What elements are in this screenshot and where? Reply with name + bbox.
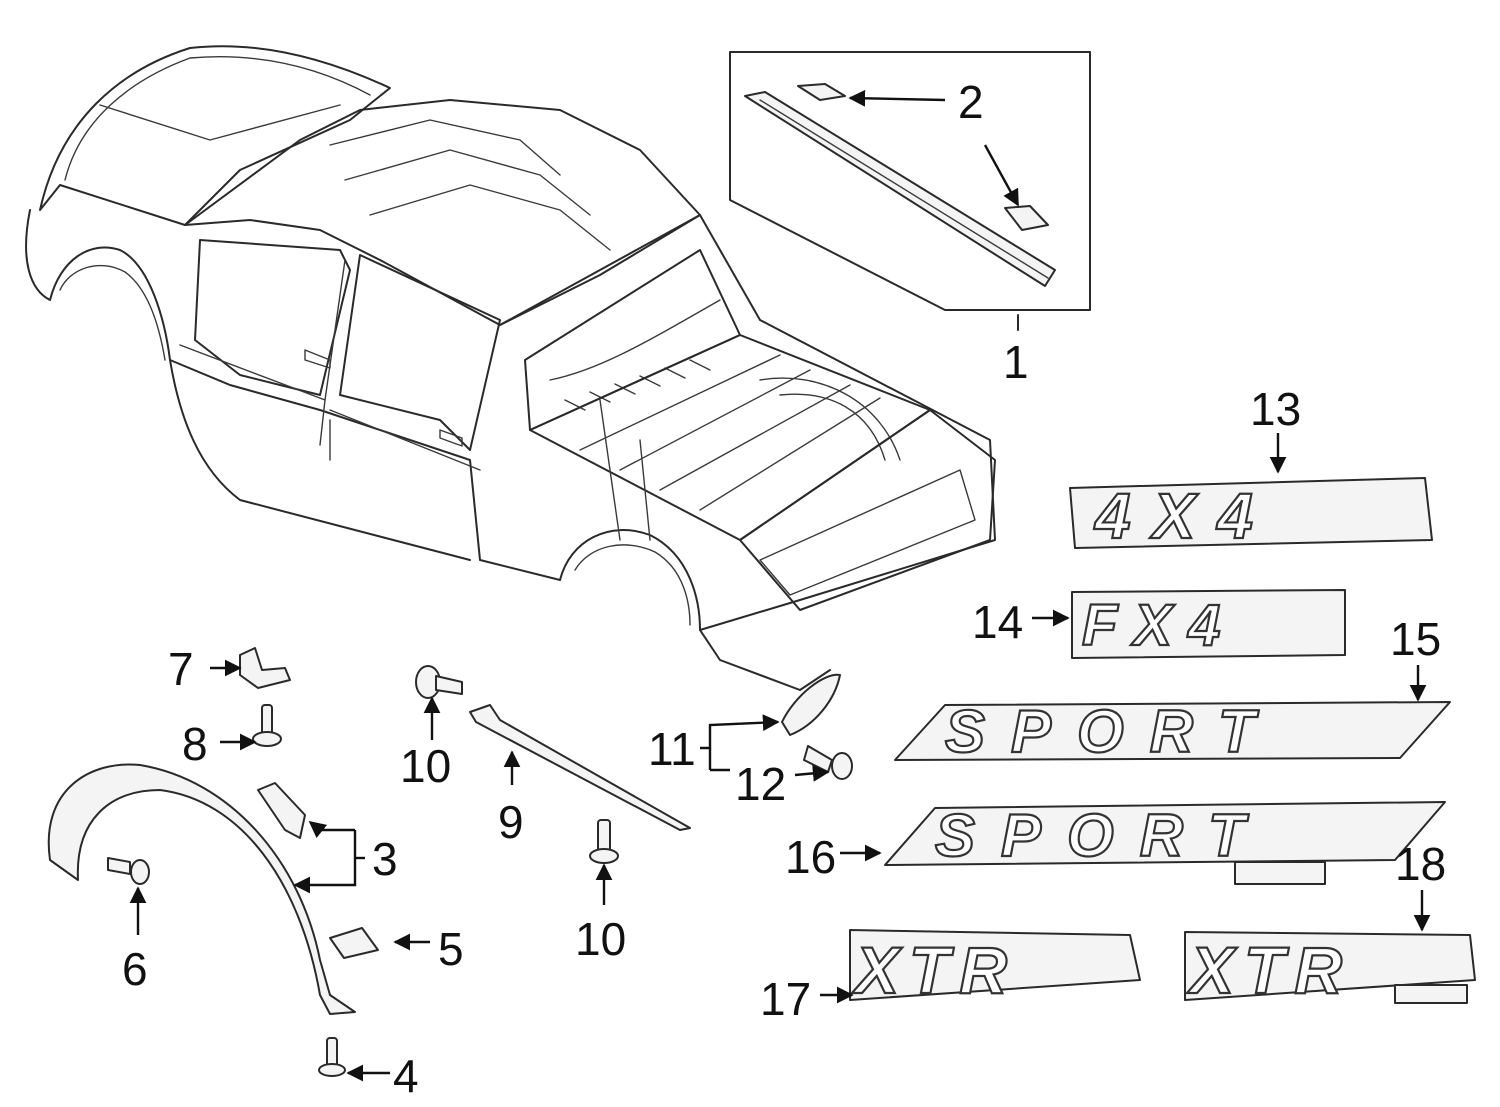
wheel-opening-molding <box>47 763 356 1015</box>
emblem-4x4-text: 4X4 <box>1093 480 1275 552</box>
part-5-retainer <box>329 927 379 959</box>
callout-9: 9 <box>498 796 524 848</box>
emblem-xtr-17-text: XTR <box>851 933 1017 1007</box>
callout-8: 8 <box>182 718 208 770</box>
emblem-4x4: 4X4 <box>1069 477 1433 553</box>
part-11-cover <box>781 673 841 736</box>
callout-numbers: 2 1 13 14 15 16 18 17 7 8 3 10 9 10 11 1… <box>122 76 1446 1102</box>
callout-15: 15 <box>1390 613 1441 665</box>
part-9-molding <box>469 704 691 831</box>
emblem-sport-16-text: SPORT <box>935 802 1271 869</box>
leader-lines <box>129 89 1431 1082</box>
emblem-fx4: FX4 <box>1071 589 1346 659</box>
part-8-screw <box>252 704 282 747</box>
callout-4: 4 <box>393 1050 419 1102</box>
callout-13: 13 <box>1250 383 1301 435</box>
callout-17: 17 <box>760 973 811 1025</box>
truck-body <box>25 45 996 691</box>
callout-3: 3 <box>372 833 398 885</box>
emblem-sport-15-text: SPORT <box>945 698 1281 765</box>
part-10-pin-lower <box>589 819 619 864</box>
part-4-screw <box>318 1037 346 1077</box>
callout-10-upper: 10 <box>400 740 451 792</box>
emblem-sport-16: SPORT <box>884 801 1446 885</box>
callout-7: 7 <box>168 643 194 695</box>
part-7-clip <box>239 647 291 689</box>
callout-5: 5 <box>438 923 464 975</box>
callout-1: 1 <box>1003 336 1029 388</box>
callout-16: 16 <box>785 831 836 883</box>
callout-14: 14 <box>972 596 1023 648</box>
callout-10-lower: 10 <box>575 913 626 965</box>
callout-12: 12 <box>735 758 786 810</box>
emblem-sport-15: SPORT <box>894 697 1451 766</box>
part-6-screw <box>107 857 150 885</box>
callout-6: 6 <box>122 943 148 995</box>
emblem-xtr-18-text: XTR <box>1186 933 1352 1007</box>
emblem-fx4-text: FX4 <box>1082 593 1236 658</box>
callout-2: 2 <box>958 76 984 128</box>
part-3-bracket <box>257 782 306 839</box>
callout-18: 18 <box>1395 838 1446 890</box>
part-1-molding-kit <box>729 51 1091 331</box>
emblem-xtr-17: XTR <box>849 929 1141 1008</box>
part-10-pin-upper <box>415 665 463 699</box>
emblem-xtr-18: XTR <box>1184 931 1476 1008</box>
callout-11: 11 <box>648 723 696 775</box>
